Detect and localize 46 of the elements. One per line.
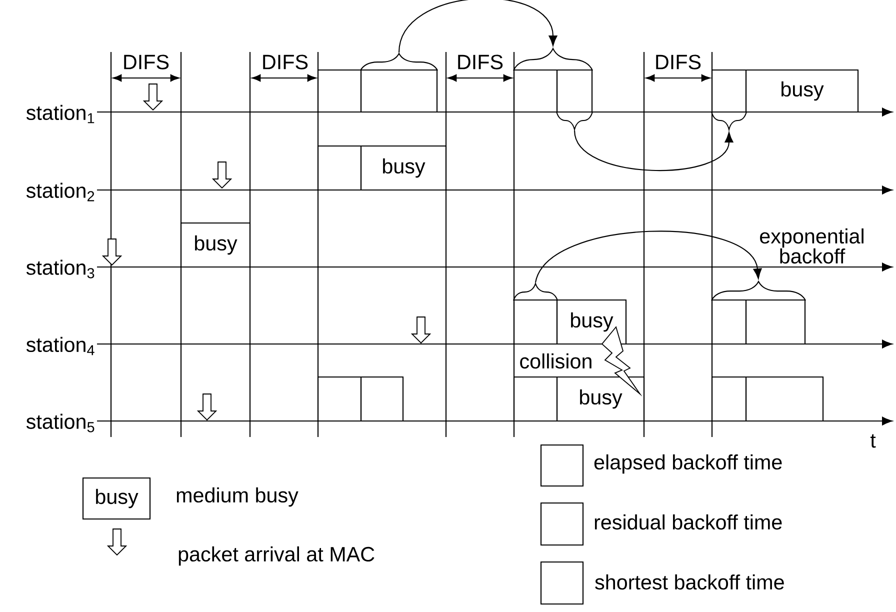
backoff-box bbox=[745, 299, 806, 345]
curved-arrow bbox=[574, 130, 734, 171]
backoff-box bbox=[745, 376, 824, 422]
busy-box: busy bbox=[556, 299, 627, 345]
busy-box: busy bbox=[360, 145, 447, 191]
busy-box: busy bbox=[180, 222, 251, 268]
backoff-box bbox=[360, 376, 404, 422]
station-label: station$_{2}$ bbox=[26, 182, 94, 202]
legend-label: medium busy bbox=[176, 487, 298, 507]
backoff-box bbox=[317, 376, 362, 422]
backoff-box bbox=[513, 69, 558, 113]
annotation-label: exponential backoff bbox=[760, 228, 864, 264]
legend-label: elapsed backoff time bbox=[594, 454, 782, 474]
brace bbox=[512, 283, 558, 301]
busy-box: busy bbox=[82, 477, 151, 520]
axis-label: t bbox=[870, 434, 876, 448]
collision-label: collision bbox=[520, 353, 592, 369]
brace bbox=[556, 111, 594, 130]
legend-label: packet arrival at MAC bbox=[178, 546, 374, 566]
dimension-label: DIFS bbox=[124, 54, 169, 70]
backoff-box bbox=[513, 299, 558, 345]
backoff-box bbox=[513, 376, 558, 422]
busy-box: busy bbox=[556, 376, 645, 422]
curved-arrow bbox=[398, 0, 558, 53]
backoff-box bbox=[317, 69, 362, 113]
backoff-box bbox=[711, 69, 747, 113]
station-label: station$_{5}$ bbox=[26, 414, 94, 432]
station-label: station$_{1}$ bbox=[26, 104, 94, 124]
brace bbox=[710, 111, 748, 130]
dimension-label: DIFS bbox=[458, 54, 503, 70]
station-label: station$_{4}$ bbox=[26, 336, 94, 356]
busy-box: busy bbox=[745, 69, 859, 113]
dimension-label: DIFS bbox=[656, 54, 701, 70]
brace bbox=[513, 48, 594, 71]
brace bbox=[360, 53, 438, 71]
backoff-box bbox=[317, 145, 362, 191]
backoff-box bbox=[711, 376, 747, 422]
legend-label: residual backoff time bbox=[594, 514, 782, 530]
backoff-box bbox=[556, 69, 593, 113]
dimension-label: DIFS bbox=[263, 54, 308, 70]
legend-label: shortest backoff time bbox=[595, 574, 784, 590]
curved-arrow bbox=[535, 230, 762, 283]
backoff-box bbox=[711, 299, 747, 345]
station-label: station$_{3}$ bbox=[26, 260, 94, 278]
brace bbox=[711, 281, 806, 301]
backoff-box bbox=[360, 69, 438, 113]
